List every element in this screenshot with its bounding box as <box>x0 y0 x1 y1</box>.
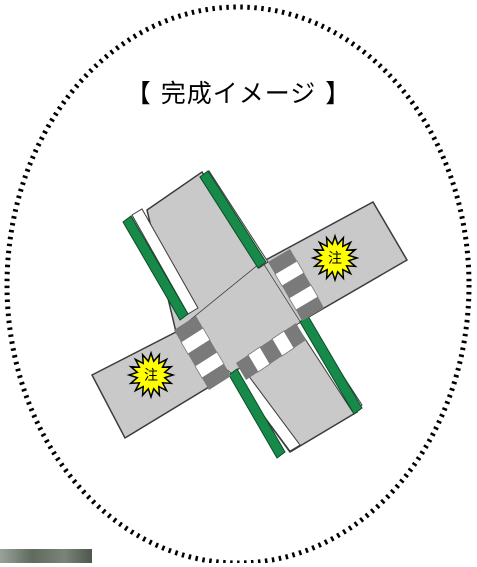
sidewalk-strip-lower-left <box>231 366 301 452</box>
warning-badge-right: 注 <box>310 233 360 283</box>
diagram-title: 【 完成イメージ 】 <box>125 79 352 108</box>
crosswalk-bottom <box>236 323 306 380</box>
photo-thumbnail-fragment <box>0 549 92 563</box>
intersection <box>90 170 409 459</box>
warning-badge-left-label: 注 <box>144 368 158 384</box>
green-curb-lower-left <box>228 368 286 459</box>
warning-badge-left: 注 <box>126 350 176 400</box>
crosswalk-left <box>174 316 231 390</box>
crosswalk-right <box>268 249 324 321</box>
warning-badge-right-label: 注 <box>328 251 342 267</box>
green-curb-upper-left <box>122 215 189 321</box>
green-curb-upper-right <box>199 170 267 269</box>
